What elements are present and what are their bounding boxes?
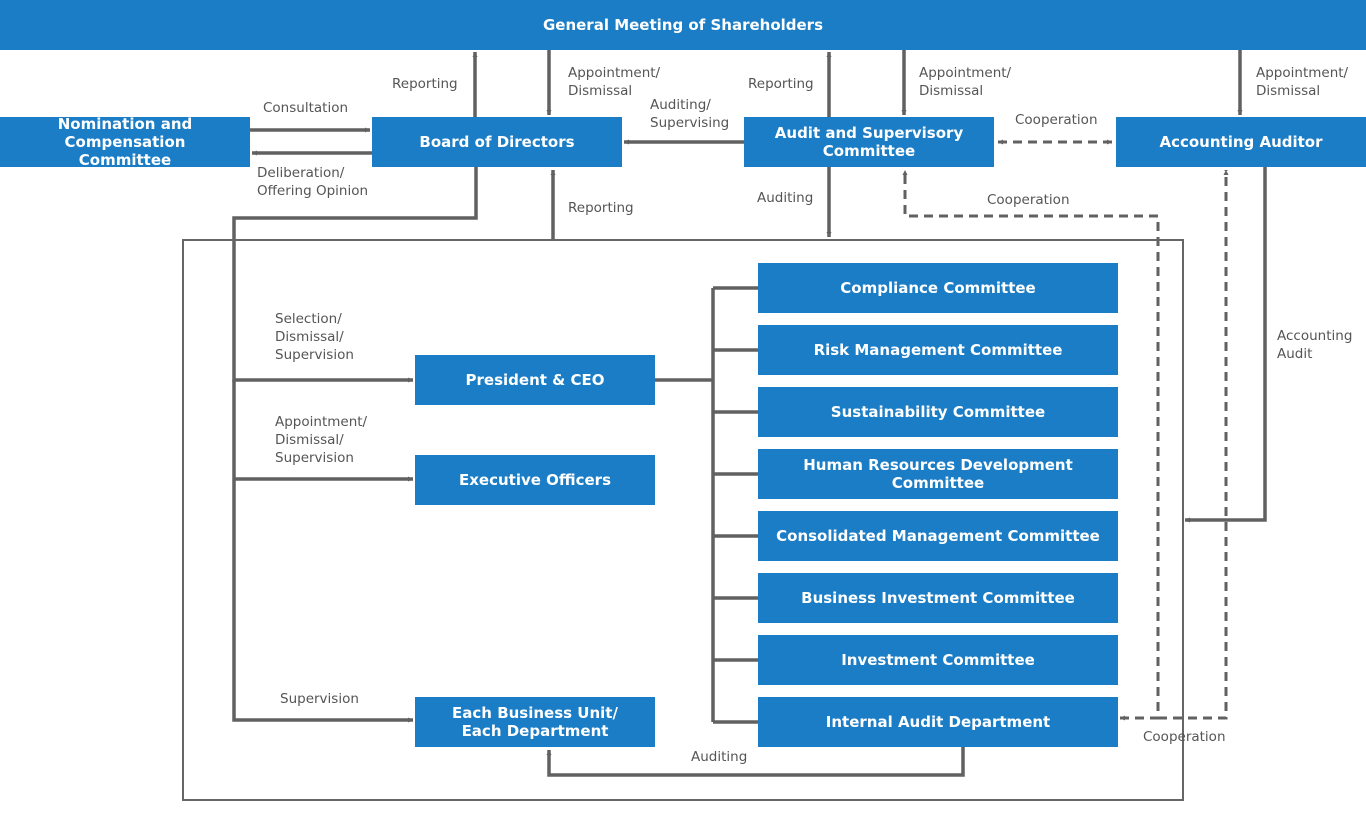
- label-selection-dismissal: Selection/ Dismissal/ Supervision: [275, 311, 354, 363]
- investment-committee-box: Investment Committee: [758, 635, 1118, 685]
- audit-supervisory-committee-box: Audit and Supervisory Committee: [744, 117, 994, 167]
- label-auditing-exec: Auditing: [757, 190, 814, 206]
- each-business-unit-box: Each Business Unit/ Each Department: [415, 697, 655, 747]
- arrow-bod-to-ceo: [232, 167, 478, 383]
- label-appointment-bod: Appointment/ Dismissal: [568, 65, 661, 99]
- label-supervision: Supervision: [280, 691, 359, 707]
- label-cooperation-top: Cooperation: [1015, 112, 1098, 128]
- general-meeting-box: General Meeting of Shareholders: [0, 0, 1366, 50]
- label-reporting-bod: Reporting: [392, 76, 458, 92]
- business-investment-committee-box: Business Investment Committee: [758, 573, 1118, 623]
- executive-frame: [182, 239, 1184, 801]
- label-cooperation-bottom: Cooperation: [1143, 729, 1226, 745]
- label-appointment-exec: Appointment/ Dismissal/ Supervision: [275, 414, 368, 466]
- label-deliberation: Deliberation/ Offering Opinion: [257, 165, 369, 199]
- internal-audit-department-box: Internal Audit Department: [758, 697, 1118, 747]
- risk-management-committee-box: Risk Management Committee: [758, 325, 1118, 375]
- president-ceo-box: President & CEO: [415, 355, 655, 405]
- nomination-committee-box: Nomination and Compensation Committee: [0, 115, 250, 169]
- label-appointment-aa: Appointment/ Dismissal: [1256, 65, 1349, 99]
- dashed-audit-aa: [1158, 170, 1229, 720]
- compliance-committee-box: Compliance Committee: [758, 263, 1118, 313]
- arrow-audit-to-ebu: [546, 747, 965, 777]
- arrow-bod-to-ebu: [232, 380, 413, 723]
- label-reporting-exec: Reporting: [568, 200, 634, 216]
- label-consultation: Consultation: [263, 100, 349, 116]
- line-spine-ticks: [713, 286, 758, 724]
- label-cooperation-mid: Cooperation: [987, 192, 1070, 208]
- label-auditing-supervising: Auditing/ Supervising: [650, 97, 730, 131]
- arrow-aa-to-exec: [1185, 167, 1267, 523]
- accounting-auditor-box: Accounting Auditor: [1116, 117, 1366, 167]
- hr-development-committee-box: Human Resources Development Committee: [758, 449, 1118, 499]
- executive-officers-box: Executive Officers: [415, 455, 655, 505]
- label-appointment-asc: Appointment/ Dismissal: [919, 65, 1012, 99]
- label-accounting-audit: Accounting Audit: [1277, 328, 1353, 362]
- dashed-audit-asc: [902, 170, 1160, 721]
- sustainability-committee-box: Sustainability Committee: [758, 387, 1118, 437]
- label-reporting-asc: Reporting: [748, 76, 814, 92]
- consolidated-management-committee-box: Consolidated Management Committee: [758, 511, 1118, 561]
- board-of-directors-box: Board of Directors: [372, 117, 622, 167]
- label-auditing-bottom: Auditing: [691, 749, 748, 765]
